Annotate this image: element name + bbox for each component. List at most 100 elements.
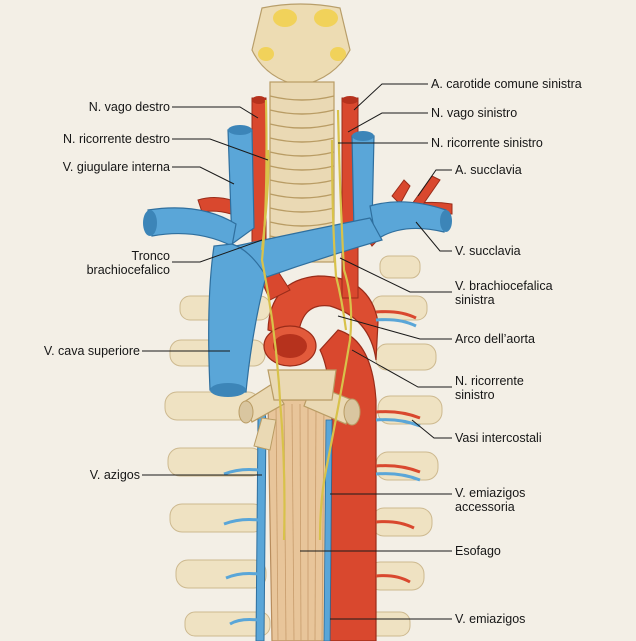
intercostal-vein [229, 618, 259, 626]
left-subclavian-vein-end [440, 210, 452, 232]
intercostal-vein [225, 572, 259, 580]
left-carotid-top [342, 96, 358, 104]
label-brachiocephalic-vein-line2: sinistra [455, 293, 495, 307]
larynx-gland [273, 9, 297, 27]
label-vagus-right: N. vago destro [88, 100, 170, 114]
label-subclavian-vein: V. succlavia [455, 244, 521, 258]
label-hemiazygos: V. emiazigos [455, 612, 526, 626]
esophagus-fiber [291, 403, 295, 641]
intercostal-vein [375, 418, 421, 428]
trachea-ring [269, 165, 335, 171]
label-recurrent-left-upper: N. ricorrente sinistro [431, 136, 543, 150]
right-bronchus-opening [238, 400, 254, 424]
label-brachiocephalic-vein-line1: V. brachiocefalica [455, 279, 553, 293]
intercostal-vein [223, 468, 259, 476]
left-subclavian-vein [369, 201, 447, 242]
label-carotid-left: A. carotide comune sinistra [431, 77, 582, 91]
vena-cava-end [210, 383, 246, 397]
label-hemiazygos-accessory-line1: V. emiazigos [455, 486, 526, 500]
left-internal-jugular-vein [351, 135, 375, 233]
esophagus-fiber [299, 403, 302, 641]
label-recurrent-left-lower-line2: sinistro [455, 388, 495, 402]
label-brachiocephalic-vein: V. brachiocefalica sinistra [455, 279, 553, 307]
label-hemiazygos-accessory: V. emiazigos accessoria [455, 486, 525, 514]
leader-trunk [172, 239, 263, 263]
right-recurrent-nerve [260, 149, 270, 251]
leader-recurrent-right [172, 138, 269, 161]
intercostal-artery [375, 464, 421, 474]
larynx-gland [330, 47, 346, 61]
trachea-rings [269, 95, 335, 255]
label-jugular-internal: V. giugulare interna [62, 160, 170, 174]
label-recurrent-left-lower-line1: N. ricorrente [455, 374, 524, 388]
azygos-tributaries [223, 468, 259, 626]
left-vagus-nerve [318, 109, 353, 541]
label-hemiazygos-accessory-line2: accessoria [455, 500, 515, 514]
superior-vena-cava [208, 243, 267, 393]
larynx-gland [314, 9, 338, 27]
trachea-ring [269, 151, 335, 157]
leader-brachiocephalic-vein [339, 257, 452, 293]
left-jugular-top [352, 131, 374, 141]
trachea-ring [269, 179, 335, 185]
intercostal-artery [375, 574, 411, 584]
leader-intercostal [411, 419, 452, 439]
leader-recurrent-lower [351, 349, 452, 388]
intercostal-vessels [375, 310, 421, 584]
intercostal-vein [223, 518, 259, 526]
label-esophagus: Esofago [455, 544, 501, 558]
label-brachiocephalic-trunk-line2: brachiocefalico [86, 263, 170, 277]
leader-vagus-right [172, 106, 259, 119]
right-carotid-top [252, 96, 266, 104]
right-vagus-nerve [260, 99, 286, 541]
leader-vagus-left [347, 112, 428, 133]
rib [169, 503, 266, 533]
larynx-gland [258, 47, 274, 61]
trachea-ring [269, 193, 335, 199]
intercostal-artery [375, 410, 421, 420]
leader-subclavian-artery [417, 169, 452, 197]
leader-lines [142, 83, 452, 620]
trachea-ring [269, 123, 335, 129]
esophagus-fiber [275, 403, 279, 641]
esophagus-fiber [321, 403, 325, 641]
rib [184, 611, 271, 637]
leader-aortic-arch [337, 315, 452, 340]
trachea-ring [269, 137, 335, 143]
rib [375, 343, 437, 371]
rib [167, 447, 264, 477]
label-aortic-arch: Arco dell’aorta [455, 332, 535, 346]
intercostal-artery [375, 310, 417, 320]
label-recurrent-left-lower: N. ricorrente sinistro [455, 374, 524, 402]
leader-carotid-left [353, 83, 428, 111]
label-recurrent-right: N. ricorrente destro [63, 132, 170, 146]
label-azygos: V. azigos [89, 468, 140, 482]
right-lower-bronchus [253, 417, 277, 451]
label-vagus-left: N. vago sinistro [431, 106, 518, 120]
trachea-ring [269, 221, 335, 227]
left-brachiocephalic-vein [235, 217, 383, 281]
trachea-ring [269, 109, 335, 115]
label-subclavian-artery: A. succlavia [455, 163, 522, 177]
leader-jugular [172, 166, 235, 185]
esophagus-fiber [314, 403, 317, 641]
nerves [260, 99, 353, 541]
label-brachiocephalic-trunk-line1: Tronco [131, 249, 170, 263]
right-subclavian-vein-end [143, 210, 157, 236]
tracheal-bifurcation [267, 369, 337, 401]
intercostal-vein [375, 472, 421, 482]
label-vena-cava: V. cava superiore [43, 344, 140, 358]
leader-subclavian-vein [415, 221, 452, 252]
rib [371, 295, 428, 321]
left-recurrent-nerve [330, 139, 348, 331]
intercostal-artery [375, 520, 415, 530]
label-intercostal: Vasi intercostali [455, 431, 542, 445]
trachea-ring [269, 95, 335, 101]
rib [379, 255, 421, 279]
aortic-opening-inner [273, 334, 307, 358]
left-bronchus-opening [343, 398, 361, 426]
right-jugular-top [228, 125, 252, 135]
esophagus-fibers [275, 403, 325, 641]
rib [175, 559, 267, 589]
